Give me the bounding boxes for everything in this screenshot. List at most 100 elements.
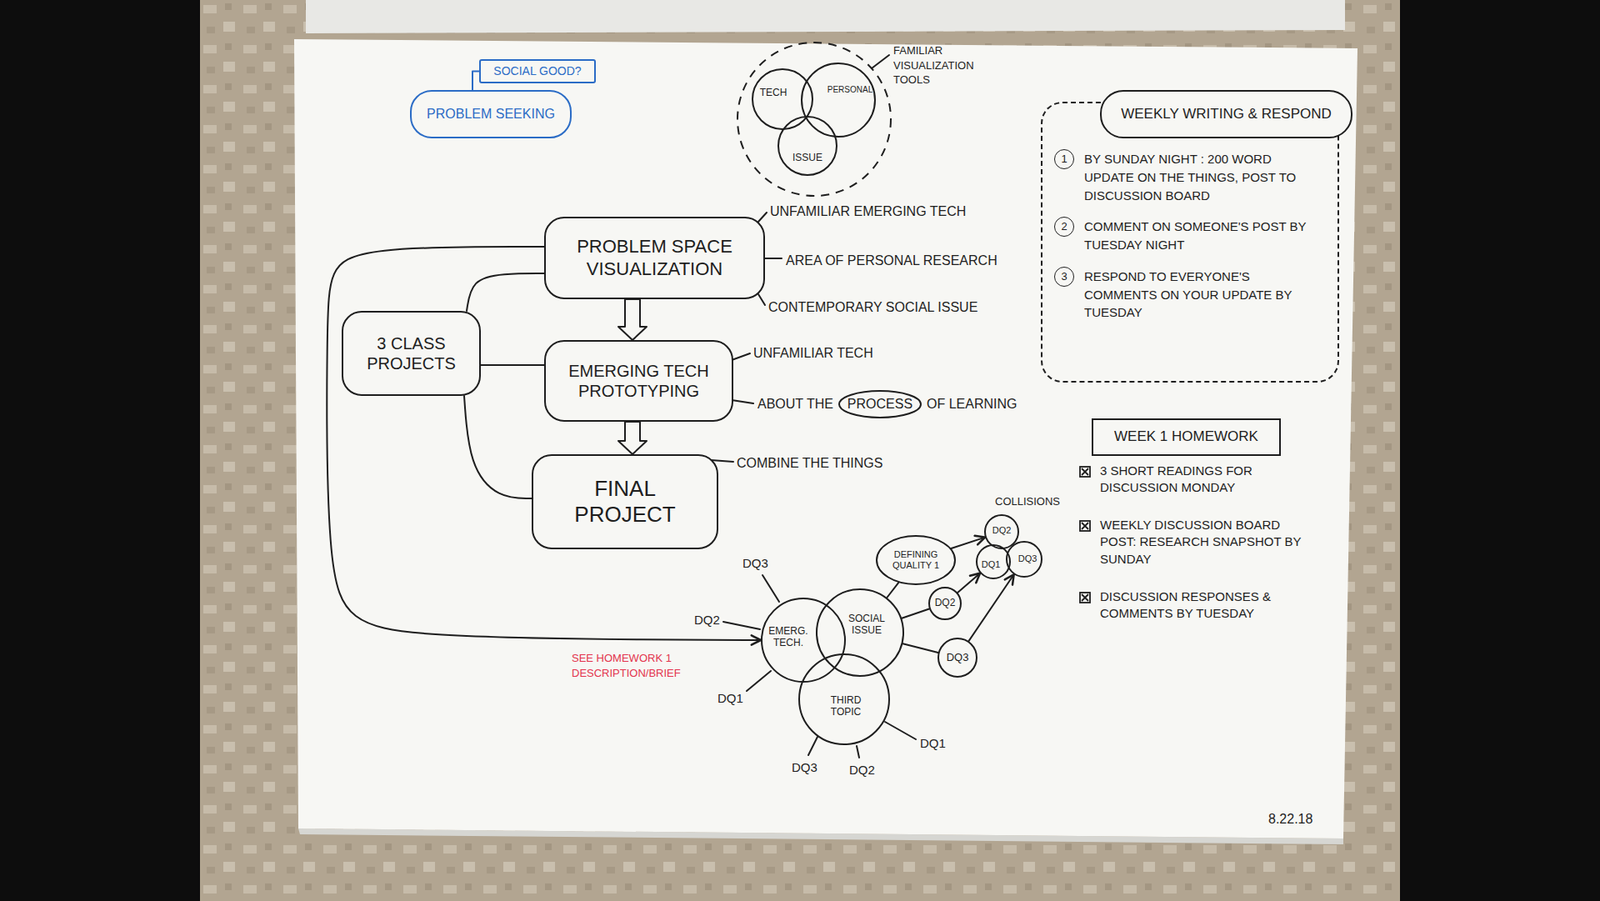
block-arrow [618, 299, 647, 340]
annotation-label: DQ3 [791, 759, 818, 776]
node-label: EMERGING TECH PROTOTYPING [554, 360, 724, 401]
label-holder: 3 SHORT READINGS FOR DISCUSSION MONDAY [1100, 462, 1309, 497]
outline [839, 390, 921, 418]
annotation-label: CONTEMPORARY SOCIAL ISSUE [768, 298, 978, 317]
label-holder: DQ3 [742, 555, 769, 572]
connector [466, 273, 545, 311]
annotation-label: DQ1 [717, 690, 744, 707]
number-circle: 3 [1054, 266, 1075, 287]
node-label: WEEK 1 HOMEWORK [1114, 428, 1259, 445]
leader-line [746, 670, 771, 691]
node-label: 3 [1060, 270, 1067, 284]
outline [1006, 541, 1042, 577]
process-box: PROBLEM SEEKING [410, 90, 572, 139]
node-label: DEFINING QUALITY 1 [890, 549, 942, 570]
annotation-label: DQ2 [849, 761, 875, 779]
quality-circle: DQ3 [937, 637, 978, 678]
connector [480, 364, 545, 366]
venn-circle: EMERG. TECH. [760, 597, 846, 683]
heading-box: WEEK 1 HOMEWORK [1091, 418, 1281, 456]
connector [968, 574, 1014, 641]
checkbox [1080, 520, 1090, 531]
node-label: WEEKLY WRITING & RESPOND [1120, 105, 1332, 123]
node-label: DQ3 [946, 651, 970, 665]
label-holder: DQ3 [791, 759, 818, 776]
outline [761, 598, 845, 682]
annotation-label: COMBINE THE THINGS [736, 454, 883, 473]
note-ellipse: DEFINING QUALITY 1 [875, 535, 956, 585]
label-holder: DQ1 [717, 690, 744, 707]
process-box: PROBLEM SPACE VISUALIZATION [544, 216, 765, 300]
node-label: 2 [1060, 220, 1067, 234]
label-holder: UNFAMILIAR EMERGING TECH [770, 202, 966, 221]
leader-line [758, 212, 767, 222]
node-label: RESPOND TO EVERYONE'S COMMENTS ON YOUR U… [1084, 267, 1325, 322]
node-label: COMMENT ON SOMEONE'S POST BY TUESDAY NIG… [1084, 217, 1325, 255]
label-holder: DISCUSSION RESPONSES & COMMENTS BY TUESD… [1100, 588, 1309, 623]
venn-circle: TECH [751, 68, 814, 130]
highlight-ellipse: PROCESS [838, 390, 922, 419]
notebook-page [294, 39, 1358, 839]
annotation-label: WEEKLY DISCUSSION BOARD POST: RESEARCH S… [1100, 516, 1309, 568]
connector [902, 643, 938, 653]
node-label: EMERG. TECH. [766, 625, 810, 650]
label-holder: SEE HOMEWORK 1 DESCRIPTION/BRIEF [571, 650, 697, 680]
checkbox-cross [1081, 522, 1089, 530]
leader-line [808, 736, 818, 755]
checkbox-cross [1081, 594, 1089, 601]
leader-line [885, 721, 916, 740]
process-box: 3 CLASS PROJECTS [341, 310, 481, 396]
collision-circle: DQ2 [984, 514, 1020, 550]
outline [799, 654, 890, 745]
node-label: SOCIAL GOOD? [493, 64, 581, 79]
outline [938, 638, 977, 677]
label-holder: UNFAMILIAR TECH [753, 344, 874, 363]
node-label: SOCIAL ISSUE [844, 613, 890, 637]
outline [801, 63, 875, 137]
node-label: DQ2 [935, 597, 956, 610]
label-holder: DQ1 [920, 735, 946, 752]
connector [472, 71, 480, 91]
circle-outline [751, 68, 814, 130]
connector [464, 395, 532, 499]
annotation-label: ABOUT THE [757, 395, 834, 414]
node-label: DQ1 [981, 559, 1001, 570]
node-label: PROCESS [847, 395, 913, 412]
label-holder: CONTEMPORARY SOCIAL ISSUE [768, 298, 978, 317]
annotation-label: 3 SHORT READINGS FOR DISCUSSION MONDAY [1100, 462, 1309, 497]
heading-box: WEEKLY WRITING & RESPOND [1100, 90, 1353, 139]
label-holder: ABOUT THE [757, 395, 834, 414]
node-label: BY SUNDAY NIGHT : 200 WORD UPDATE ON THE… [1084, 150, 1325, 205]
leader-line [762, 575, 780, 602]
carpet [200, 0, 1400, 901]
label-holder: DQ2 [849, 761, 875, 779]
node-label: DQ2 [992, 525, 1012, 536]
leader-line [731, 400, 754, 404]
block-arrow [618, 421, 647, 455]
outline [985, 515, 1019, 549]
note-text: SEE HOMEWORK 1 DESCRIPTION/BRIEF [571, 650, 697, 680]
label-holder: WEEKLY DISCUSSION BOARD POST: RESEARCH S… [1100, 516, 1309, 568]
outline [816, 589, 904, 676]
dashed-circle [737, 42, 891, 196]
annotation-label: OF LEARNING [926, 395, 1017, 414]
number-circle: 2 [1054, 216, 1075, 237]
label-holder: COMBINE THE THINGS [736, 454, 883, 473]
circle-outline [800, 62, 876, 138]
connector [950, 537, 985, 549]
checkbox [1080, 592, 1090, 603]
node-label: THIRD TOPIC [825, 695, 867, 719]
quality-circle: DQ2 [928, 586, 962, 620]
connector [901, 608, 930, 618]
venn-circle: THIRD TOPIC [798, 653, 890, 745]
annotation-label: UNFAMILIAR EMERGING TECH [770, 202, 966, 221]
connector [326, 246, 761, 640]
number-circle: 1 [1054, 149, 1075, 170]
annotation-label: 8.22.18 [1268, 810, 1313, 829]
annotation-label: AREA OF PERSONAL RESEARCH [785, 251, 998, 270]
collision-circle: DQ3 [1005, 540, 1043, 578]
leader-line [763, 257, 782, 260]
process-box: FINAL PROJECT [531, 454, 719, 550]
